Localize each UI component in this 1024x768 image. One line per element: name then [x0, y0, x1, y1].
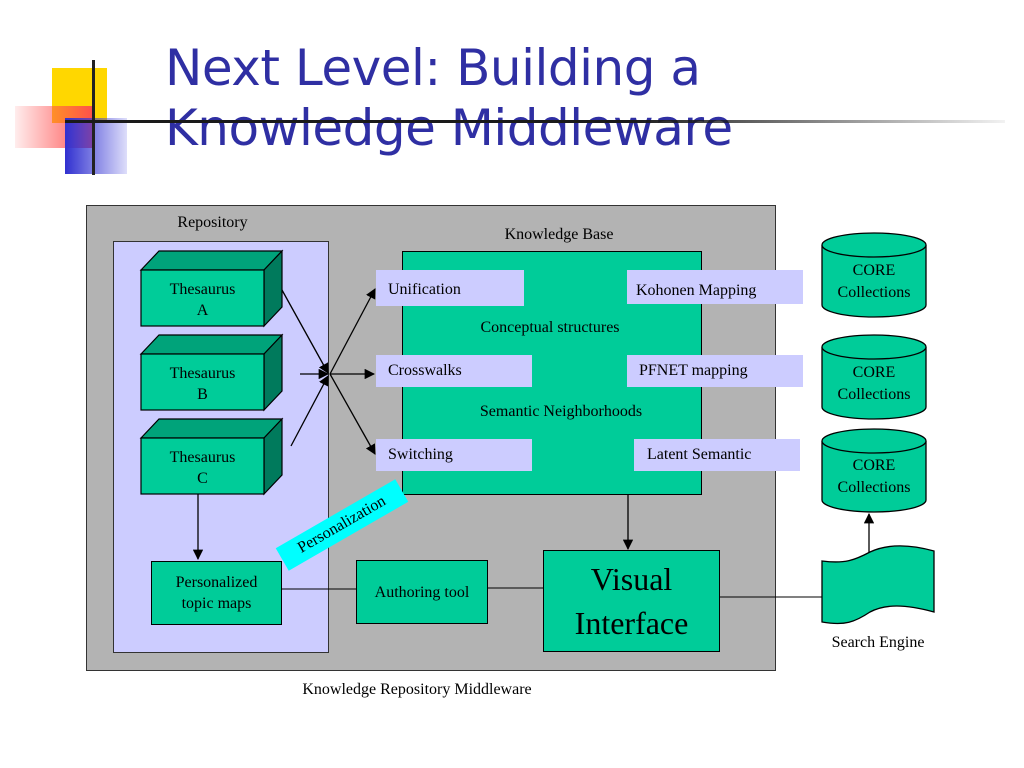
crosswalks-chip: Crosswalks: [376, 355, 532, 387]
thesauri-to-hub-arrows: [281, 289, 330, 447]
thesaurus-c-label: Thesaurus C: [141, 447, 264, 489]
switching-chip: Switching: [376, 439, 532, 471]
switching-label: Switching: [388, 446, 453, 463]
core-collection-3-line2: Collections: [837, 479, 911, 496]
crosswalks-label: Crosswalks: [388, 362, 462, 379]
repository-label: Repository: [177, 214, 248, 231]
authoring-tool-node: Authoring tool: [356, 560, 488, 624]
search-engine-label: Search Engine: [831, 634, 925, 651]
core-collection-cylinder-1: [821, 232, 927, 318]
core-collection-cylinder-2: [821, 334, 927, 420]
thesaurus-c-cube: [139, 417, 284, 496]
middleware-caption: Knowledge Repository Middleware: [302, 681, 532, 698]
conceptual-structures-caption: Conceptual structures: [480, 319, 620, 336]
visual-interface-line2: Interface: [574, 605, 689, 641]
thesaurus-a-label: Thesaurus A: [141, 279, 264, 321]
thesaurus-c-line1: Thesaurus: [169, 449, 236, 466]
latent-semantic-chip: Latent Semantic: [634, 439, 800, 471]
slide-title-line1: Next Level: Building a: [165, 39, 701, 97]
slide-title-line2: Knowledge Middleware: [165, 99, 733, 157]
pfnet-mapping-chip: PFNET mapping: [627, 355, 803, 387]
core-collection-1-line2: Collections: [837, 284, 911, 301]
search-engine-document: [821, 545, 935, 625]
core-collection-3-label: CORE Collections: [822, 455, 926, 499]
latent-semantic-label: Latent Semantic: [647, 446, 752, 463]
pfnet-mapping-label: PFNET mapping: [639, 362, 748, 379]
topic-maps-line2: topic maps: [181, 595, 252, 612]
logo-mark: [15, 60, 135, 180]
slide-title: Next Level: Building a Knowledge Middlew…: [165, 38, 733, 158]
kohonen-mapping-chip: Kohonen Mapping: [627, 270, 803, 304]
semantic-neighborhoods-caption: Semantic Neighborhoods: [479, 403, 643, 420]
core-collection-2-line1: CORE: [852, 364, 896, 381]
unification-label: Unification: [388, 281, 461, 298]
core-collection-1-line1: CORE: [852, 262, 896, 279]
visual-interface-node: Visual Interface: [543, 550, 720, 652]
core-collection-2-line2: Collections: [837, 386, 911, 403]
thesaurus-a-cube: [139, 249, 284, 328]
thesaurus-a-line2: A: [196, 302, 209, 319]
hub-to-chip-arrows: [329, 288, 376, 455]
knowledge-base-label: Knowledge Base: [504, 226, 614, 243]
unification-chip: Unification: [376, 270, 524, 306]
title-divider: [65, 120, 1005, 123]
thesaurus-b-cube: [139, 333, 284, 412]
thesaurus-b-label: Thesaurus B: [141, 363, 264, 405]
core-collection-2-label: CORE Collections: [822, 362, 926, 406]
kohonen-mapping-label: Kohonen Mapping: [636, 282, 757, 299]
thesaurus-b-line1: Thesaurus: [169, 365, 236, 382]
core-collection-cylinder-3: [821, 428, 927, 513]
topic-maps-line1: Personalized: [175, 574, 258, 591]
core-collection-3-line1: CORE: [852, 457, 896, 474]
thesaurus-b-line2: B: [197, 386, 208, 403]
thesaurus-a-line1: Thesaurus: [169, 281, 236, 298]
visual-interface-line1: Visual: [590, 561, 673, 597]
authoring-tool-label: Authoring tool: [374, 583, 470, 601]
personalized-topic-maps-node: Personalized topic maps: [151, 561, 282, 625]
core-collection-1-label: CORE Collections: [822, 260, 926, 304]
thesaurus-c-line2: C: [197, 470, 208, 487]
